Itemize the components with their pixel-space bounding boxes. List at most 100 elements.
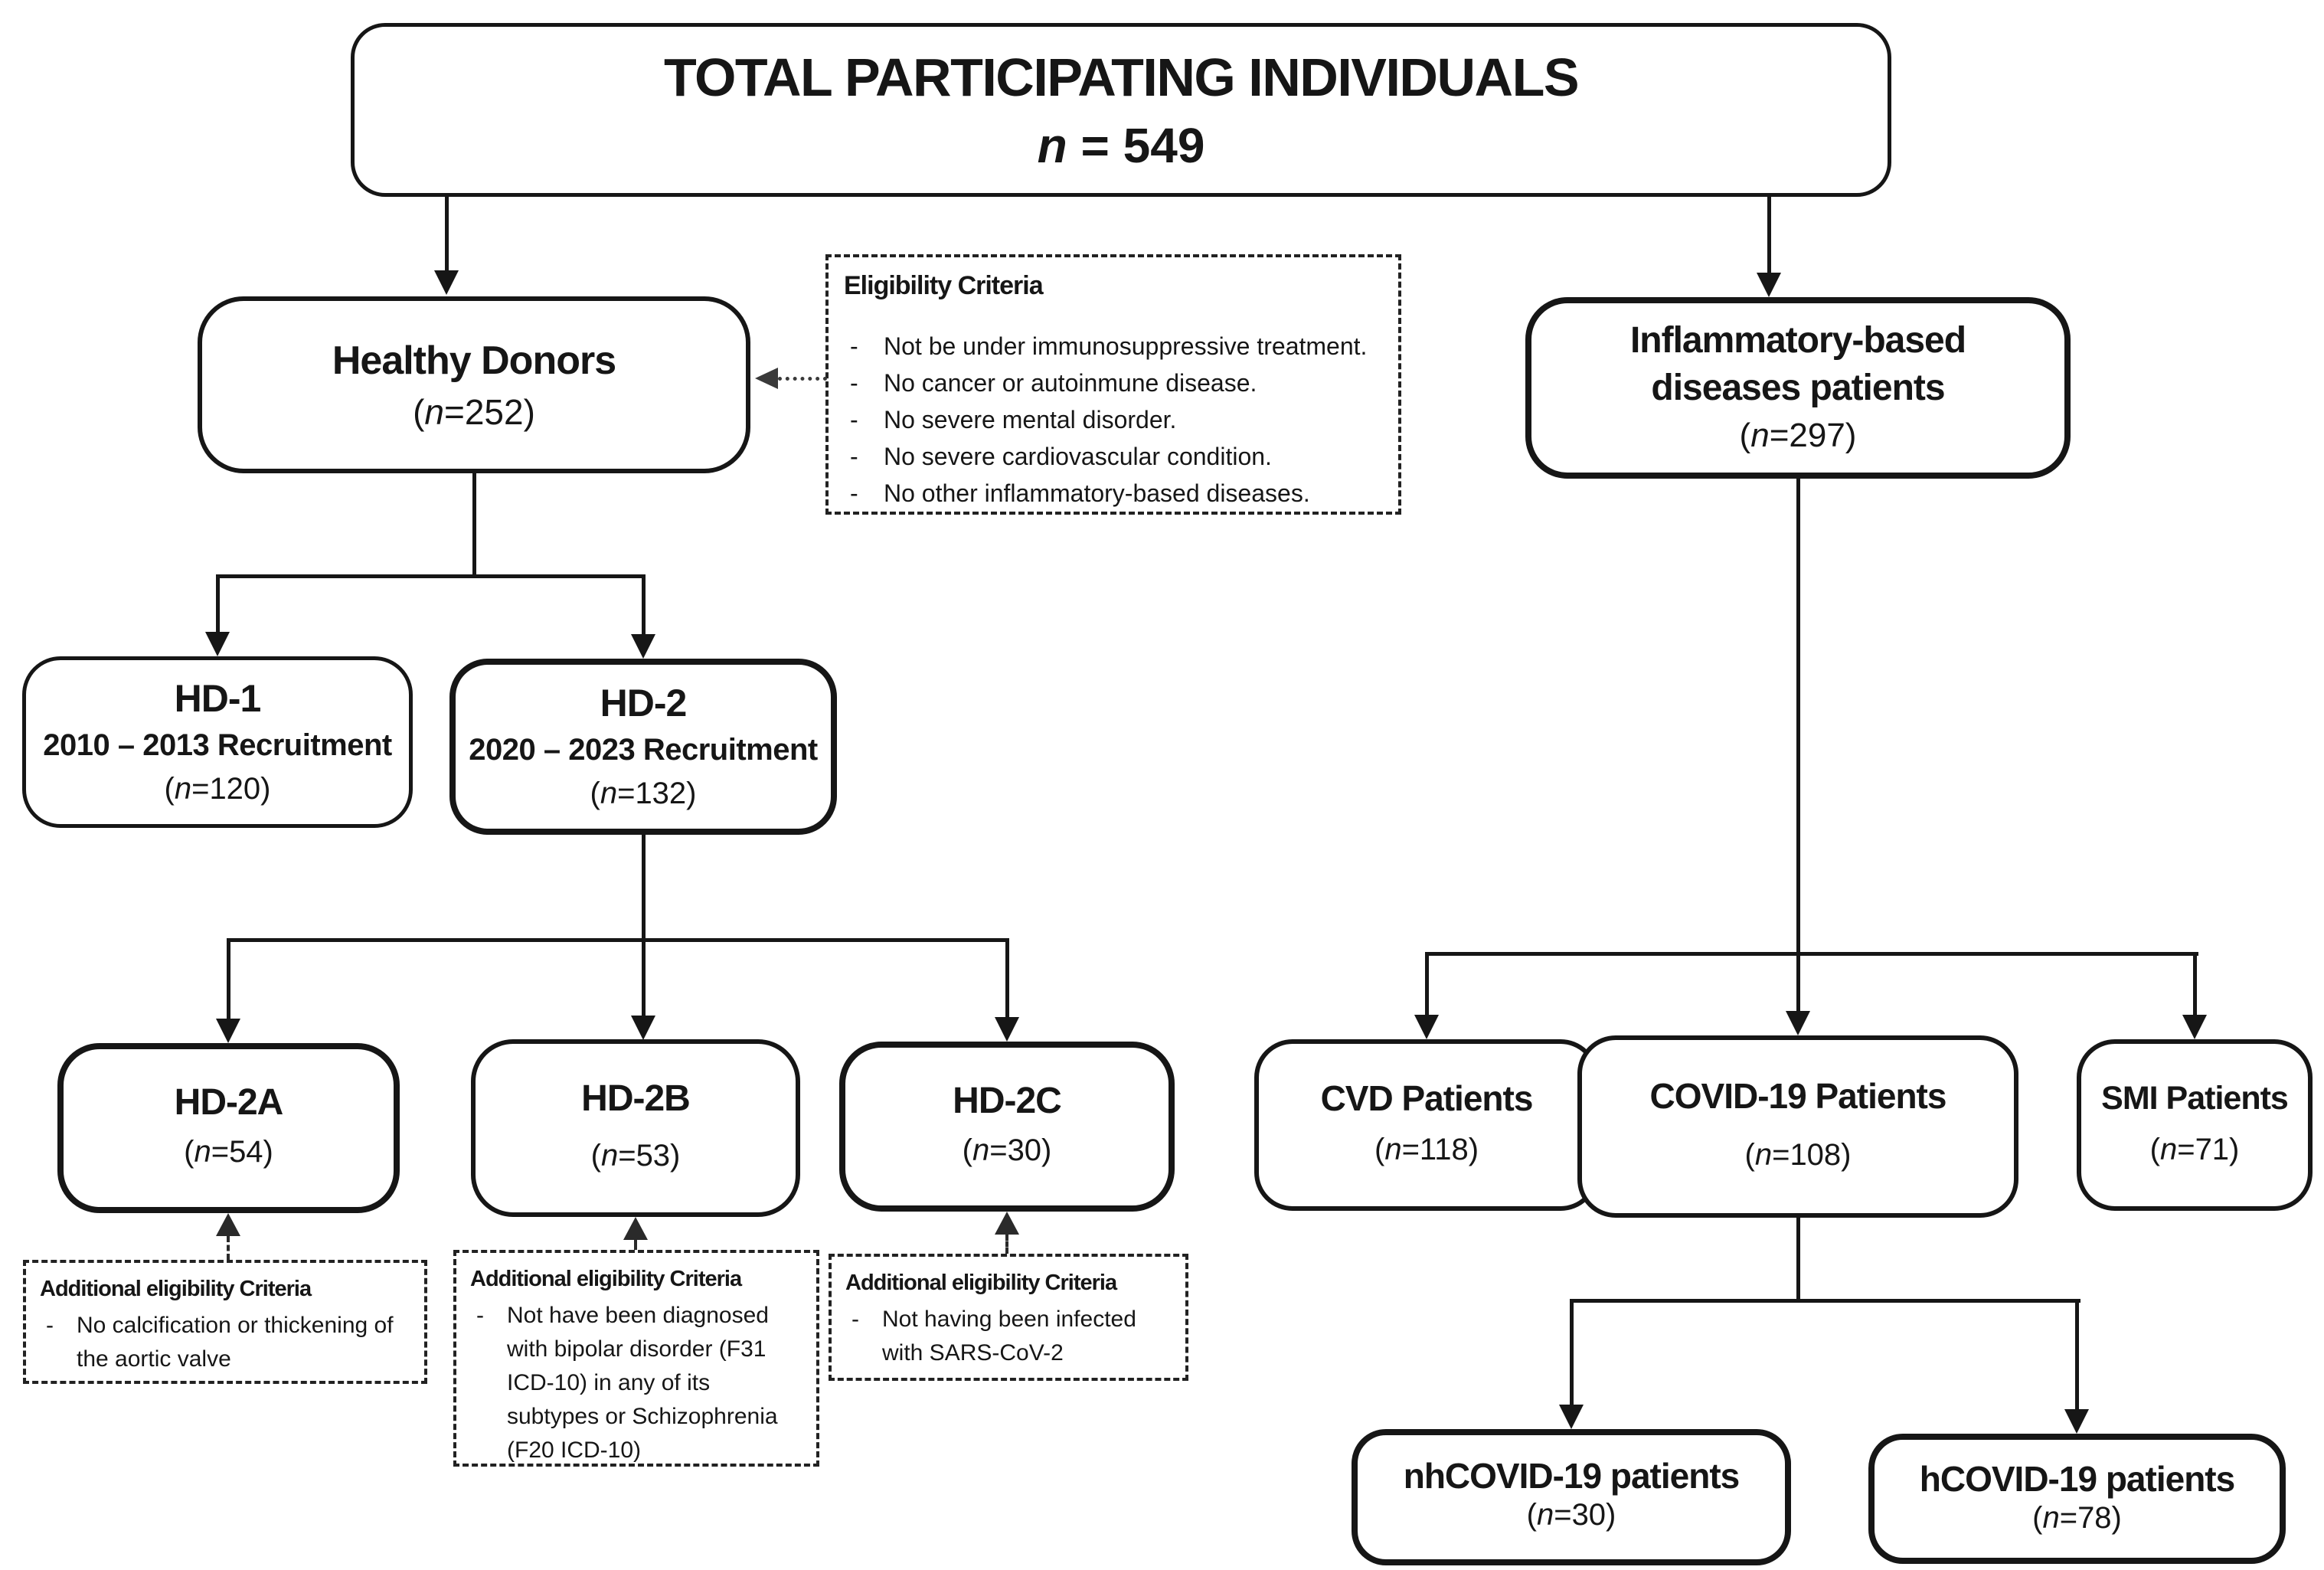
count-value: =108)	[1772, 1138, 1852, 1172]
node-title: nhCOVID-19 patients	[1403, 1456, 1741, 1496]
arrowhead-criteria-to-hd2b	[623, 1217, 648, 1240]
connector-healthy-stem	[472, 473, 476, 577]
count-n: n	[1754, 1138, 1773, 1172]
bullet: -	[850, 443, 858, 470]
node-smi-patients: SMI Patients (n=71)	[2077, 1039, 2313, 1211]
node-title: TOTAL PARTICIPATING INDIVIDUALS	[663, 47, 1580, 107]
arrowhead-hd2b	[631, 1016, 655, 1040]
node-title: HD-1	[174, 677, 262, 720]
item-text: No calcification or thickening of the ao…	[77, 1313, 394, 1372]
node-count: (n=54)	[184, 1133, 273, 1170]
count-value: =132)	[617, 777, 697, 810]
node-title: COVID-19 Patients	[1649, 1076, 1947, 1116]
criteria-item: -Not have been diagnosed with bipolar di…	[470, 1299, 802, 1467]
connector-total-to-healthy	[445, 197, 449, 272]
additional-criteria-heading: Additional eligibility Criteria	[470, 1267, 742, 1291]
count-n: n	[2042, 1501, 2060, 1535]
item-text: Not be under immunosuppressive treatment…	[884, 332, 1368, 360]
count-paren: (	[184, 1135, 194, 1169]
count-value: =78)	[2059, 1501, 2122, 1535]
node-title: hCOVID-19 patients	[1919, 1459, 2235, 1499]
connector-drop-hd2	[642, 574, 646, 636]
count-n: n	[424, 391, 444, 432]
connector-drop-hd2c	[1005, 938, 1009, 1019]
node-count: (n=252)	[413, 388, 535, 437]
connector-hd-branch-bar	[216, 574, 646, 578]
node-title-line1: Inflammatory-based	[1629, 319, 1966, 361]
node-title: Healthy Donors	[332, 338, 616, 383]
connector-criteria-to-hd2b	[634, 1240, 637, 1250]
bullet: -	[850, 479, 858, 507]
node-count: (n=78)	[2032, 1500, 2122, 1536]
arrowhead-hd2	[631, 634, 655, 659]
count-n: n	[1037, 117, 1067, 173]
connector-drop-smi	[2193, 952, 2197, 1016]
node-title: CVD Patients	[1320, 1078, 1534, 1118]
count-value: =297)	[1769, 416, 1857, 454]
count-value: =118)	[1401, 1133, 1479, 1166]
node-count: (n=297)	[1740, 412, 1857, 460]
count-value: =54)	[211, 1135, 273, 1169]
item-text: Not having been infected with SARS-CoV-2	[882, 1307, 1136, 1366]
node-title: SMI Patients	[2101, 1080, 2289, 1117]
count-n: n	[600, 777, 618, 810]
connector-covid-branch-bar	[1570, 1299, 2080, 1303]
connector-hd2-stem	[642, 835, 646, 1019]
node-inflammatory-patients: Inflammatory-based diseases patients (n=…	[1525, 297, 2071, 479]
count-n: n	[1536, 1498, 1554, 1532]
connector-covid-stem	[1796, 1218, 1800, 1303]
node-healthy-donors: Healthy Donors (n=252)	[198, 296, 750, 473]
node-title: HD-2	[600, 682, 688, 724]
criteria-item: -Not having been infected with SARS-CoV-…	[845, 1303, 1172, 1370]
arrowhead-covid	[1786, 1011, 1810, 1035]
connector-criteria-to-hd2c	[1005, 1235, 1008, 1254]
eligibility-item: -Not be under immunosuppressive treatmen…	[844, 328, 1383, 365]
item-text: No severe cardiovascular condition.	[884, 443, 1272, 470]
additional-criteria-list: -Not have been diagnosed with bipolar di…	[470, 1299, 802, 1467]
eligibility-heading: Eligibility Criteria	[844, 271, 1044, 300]
arrowhead-smi	[2182, 1015, 2207, 1039]
connector-drop-cvd	[1425, 952, 1429, 1016]
item-text: Not have been diagnosed with bipolar dis…	[507, 1303, 778, 1463]
additional-criteria-heading: Additional eligibility Criteria	[40, 1277, 312, 1301]
count-n: n	[174, 772, 192, 806]
arrowhead-nhcovid	[1559, 1405, 1584, 1429]
node-count: (n=53)	[591, 1137, 681, 1174]
node-hcovid19-patients: hCOVID-19 patients (n=78)	[1868, 1434, 2286, 1564]
node-subtitle: 2020 – 2023 Recruitment	[469, 733, 818, 767]
count-value: =30)	[989, 1133, 1052, 1167]
count-n: n	[1750, 416, 1770, 454]
additional-criteria-hd2b-box: Additional eligibility Criteria -Not hav…	[453, 1250, 819, 1467]
count-paren: (	[2032, 1501, 2043, 1535]
node-count: (n=71)	[2150, 1131, 2240, 1168]
count-value: =120)	[191, 772, 271, 806]
node-title: HD-2A	[174, 1082, 284, 1123]
bullet: -	[850, 369, 858, 397]
count-n: n	[972, 1133, 990, 1167]
count-paren: (	[590, 1139, 601, 1173]
count-paren: (	[164, 772, 175, 806]
node-title: HD-2C	[953, 1081, 1062, 1121]
count-value: =252)	[443, 391, 535, 432]
arrowhead-criteria-to-hd2a	[216, 1213, 240, 1236]
connector-inflammatory-stem	[1796, 479, 1800, 1011]
connector-patients-branch-bar	[1425, 952, 2198, 956]
count-paren: (	[590, 777, 600, 810]
node-count: (n=118)	[1374, 1131, 1479, 1168]
bullet: -	[851, 1307, 859, 1332]
count-paren: (	[1526, 1498, 1537, 1532]
node-count: n = 549	[1038, 113, 1205, 178]
bullet: -	[850, 406, 858, 433]
bullet: -	[476, 1303, 484, 1328]
count-paren: (	[413, 391, 425, 432]
node-count: (n=132)	[590, 772, 697, 815]
arrowhead-total-to-healthy	[434, 270, 459, 295]
arrowhead-eligibility-to-healthy	[755, 368, 778, 389]
item-text: No severe mental disorder.	[884, 406, 1177, 433]
connector-drop-hd1	[216, 574, 220, 633]
eligibility-item: -No severe mental disorder.	[844, 401, 1383, 438]
node-count: (n=120)	[165, 767, 271, 810]
connector-drop-hd2a	[227, 938, 230, 1020]
count-paren: (	[1374, 1133, 1385, 1166]
